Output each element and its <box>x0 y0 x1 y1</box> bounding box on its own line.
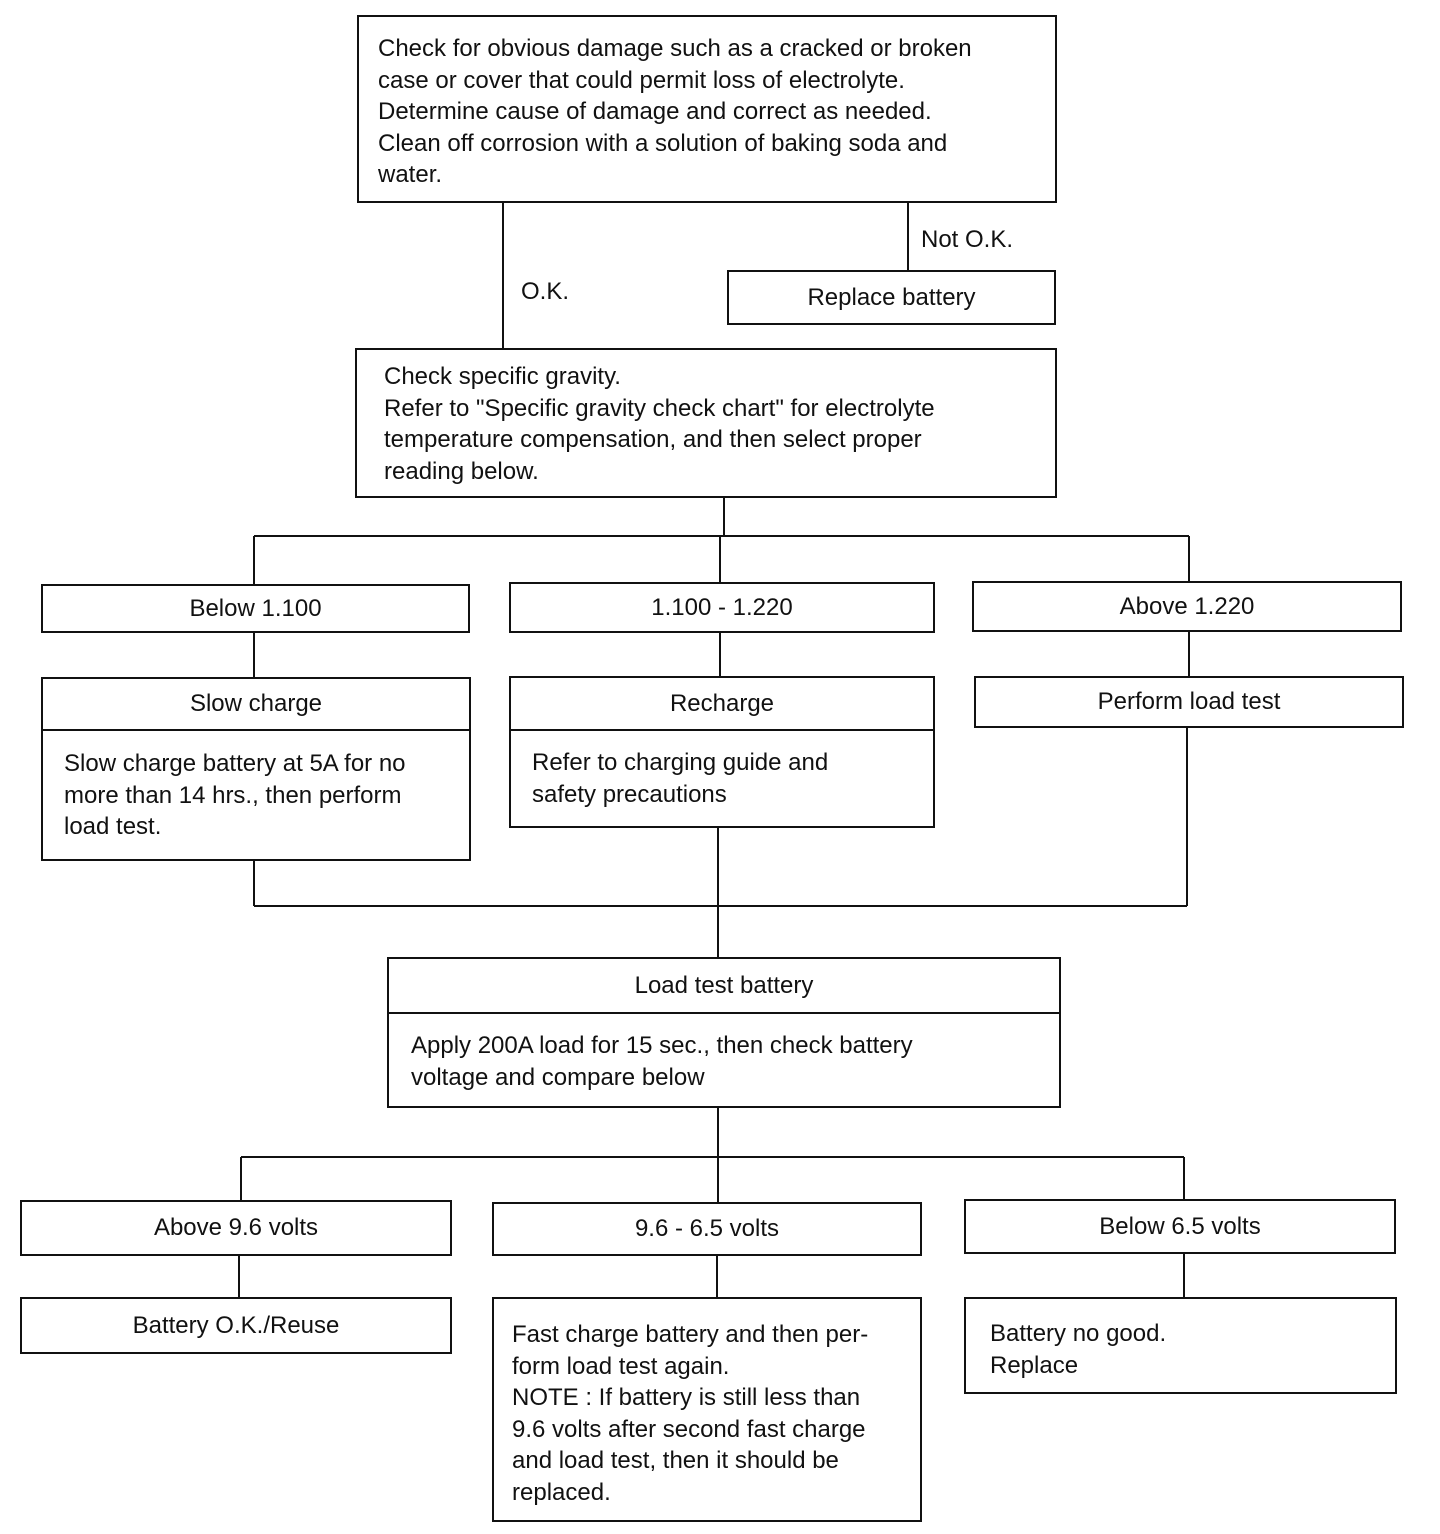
fast-charge-text: Fast charge battery and then per- form l… <box>512 1321 869 1506</box>
specific-gravity-box: Check specific gravity. Refer to "Specif… <box>355 348 1057 498</box>
replace-battery-box: Replace battery <box>727 270 1056 325</box>
specific-gravity-text: Check specific gravity. Refer to "Specif… <box>384 363 935 485</box>
gravity-1100-1220: 1.100 - 1.220 <box>509 582 935 633</box>
load-test-title: Load test battery <box>634 971 814 999</box>
recharge-text: Refer to charging guide and safety preca… <box>532 749 829 808</box>
voltage-above-96: Above 9.6 volts <box>20 1200 452 1256</box>
slow-charge-text: Slow charge battery at 5A for no more th… <box>64 750 406 840</box>
load-test-divider <box>389 1012 1059 1014</box>
load-test-text: Apply 200A load for 15 sec., then check … <box>411 1032 913 1091</box>
load-test-box: Load test battery Apply 200A load for 15… <box>387 957 1061 1108</box>
inspect-damage-text: Check for obvious damage such as a crack… <box>378 35 972 188</box>
slow-charge-box: Slow charge Slow charge battery at 5A fo… <box>41 677 471 861</box>
voltage-96-65: 9.6 - 6.5 volts <box>492 1202 922 1256</box>
ok-label: O.K. <box>521 278 570 305</box>
fast-charge-box: Fast charge battery and then per- form l… <box>492 1297 922 1522</box>
slow-charge-divider <box>43 729 469 731</box>
recharge-title: Recharge <box>669 689 775 717</box>
not-ok-label: Not O.K. <box>921 226 1014 253</box>
gravity-above-1220: Above 1.220 <box>972 581 1402 632</box>
battery-no-good-box: Battery no good. Replace <box>964 1297 1397 1394</box>
slow-charge-title: Slow charge <box>189 690 323 717</box>
recharge-box: Recharge Refer to charging guide and saf… <box>509 676 935 828</box>
inspect-damage-box: Check for obvious damage such as a crack… <box>357 15 1057 203</box>
perform-load-test-box: Perform load test <box>974 676 1404 728</box>
battery-ok-box: Battery O.K./Reuse <box>20 1297 452 1354</box>
battery-no-good-text: Battery no good. Replace <box>990 1320 1167 1379</box>
recharge-divider <box>511 729 933 731</box>
gravity-below-1100: Below 1.100 <box>41 584 470 633</box>
voltage-below-65: Below 6.5 volts <box>964 1199 1396 1254</box>
